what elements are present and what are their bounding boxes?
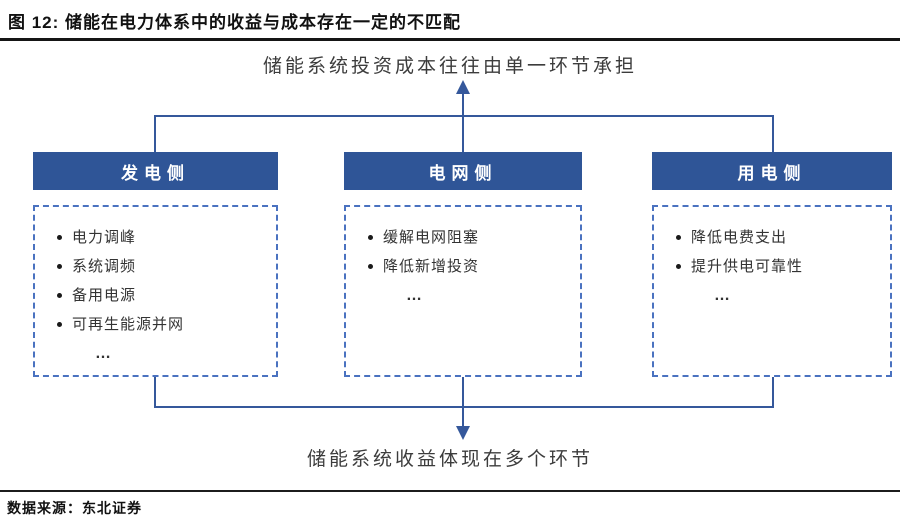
list-item-label: 备用电源	[72, 287, 137, 304]
list-item: 可再生能源并网	[53, 310, 268, 339]
column-consumption-side: 用电侧 降低电费支出 提升供电可靠性 …	[652, 152, 892, 377]
down-arrowhead-icon	[456, 426, 470, 440]
consumption-side-header: 用电侧	[652, 152, 892, 190]
bullet-icon	[57, 322, 62, 327]
list-item-label: 系统调频	[72, 258, 137, 275]
footer-divider	[0, 490, 900, 492]
ellipsis-label: …	[95, 345, 113, 362]
column-grid-side: 电网侧 缓解电网阻塞 降低新增投资 …	[344, 152, 582, 377]
list-item: 降低新增投资	[364, 252, 572, 281]
bullet-icon	[676, 264, 681, 269]
list-item: 降低电费支出	[672, 223, 882, 252]
list-item-label: 缓解电网阻塞	[383, 229, 480, 246]
bullet-icon	[676, 235, 681, 240]
ellipsis-label: …	[714, 287, 732, 304]
bullet-icon	[57, 293, 62, 298]
list-item: 提升供电可靠性	[672, 252, 882, 281]
up-arrowhead-icon	[456, 80, 470, 94]
top-caption: 储能系统投资成本往往由单一环节承担	[262, 56, 637, 77]
bullet-icon	[368, 264, 373, 269]
list-item: 缓解电网阻塞	[364, 223, 572, 252]
bottom-bracket-line	[154, 377, 774, 408]
column-generation-side: 发电侧 电力调峰 系统调频 备用电源 可再生能源并网 …	[33, 152, 278, 377]
list-item-label: 降低电费支出	[691, 229, 788, 246]
consumption-side-list-box: 降低电费支出 提升供电可靠性 …	[652, 205, 892, 377]
list-item-label: 提升供电可靠性	[691, 258, 804, 275]
list-item: 电力调峰	[53, 223, 268, 252]
grid-side-list-box: 缓解电网阻塞 降低新增投资 …	[344, 205, 582, 377]
figure-title-bar: 图 12: 储能在电力体系中的收益与成本存在一定的不匹配	[0, 0, 900, 41]
top-bracket-line	[154, 115, 774, 152]
list-item: 系统调频	[53, 252, 268, 281]
bottom-caption: 储能系统收益体现在多个环节	[306, 449, 593, 470]
bullet-icon	[368, 235, 373, 240]
list-item: 备用电源	[53, 281, 268, 310]
grid-side-header: 电网侧	[344, 152, 582, 190]
generation-side-header: 发电侧	[33, 152, 278, 190]
generation-side-list-box: 电力调峰 系统调频 备用电源 可再生能源并网 …	[33, 205, 278, 377]
bullet-icon	[57, 235, 62, 240]
list-item-label: 可再生能源并网	[72, 316, 185, 333]
bullet-icon	[57, 264, 62, 269]
figure-title: 图 12: 储能在电力体系中的收益与成本存在一定的不匹配	[8, 13, 462, 32]
list-item-label: 降低新增投资	[383, 258, 480, 275]
list-item-label: 电力调峰	[72, 229, 137, 246]
data-source-label: 数据来源：东北证券	[7, 500, 142, 516]
ellipsis-label: …	[406, 287, 424, 304]
